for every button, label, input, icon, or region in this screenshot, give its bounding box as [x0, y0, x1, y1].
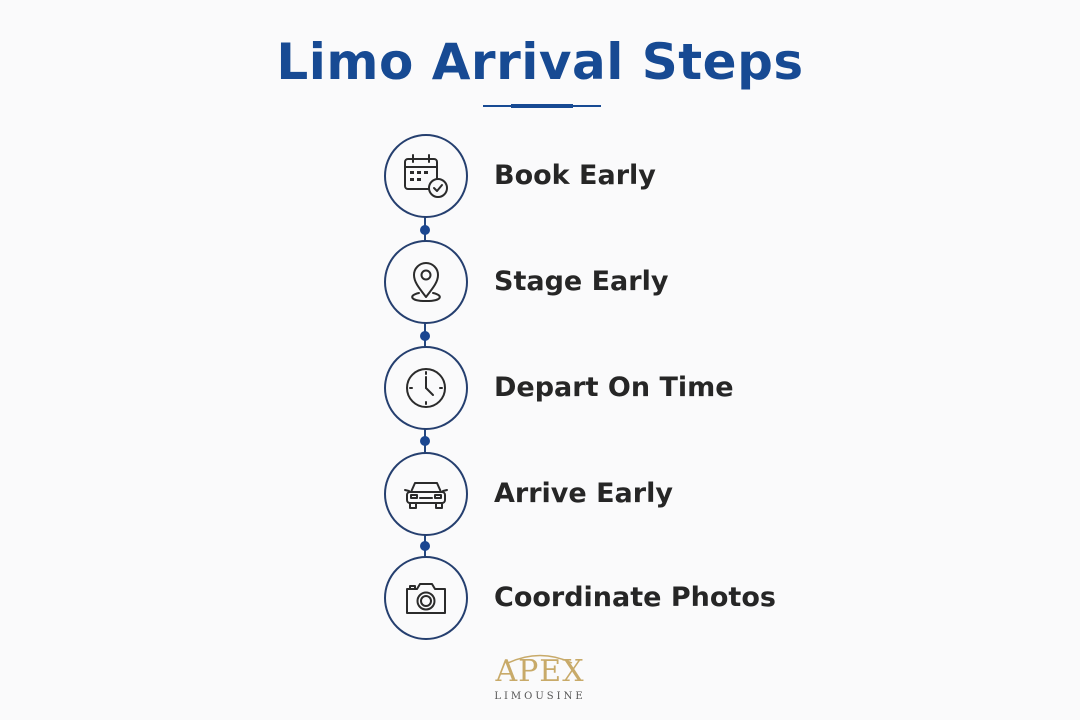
logo-subtitle: LIMOUSINE	[494, 691, 586, 702]
step-circle	[384, 452, 468, 536]
apex-limousine-logo: APEX LIMOUSINE	[470, 650, 610, 710]
step-label: Coordinate Photos	[494, 582, 776, 613]
step-circle	[384, 240, 468, 324]
step-label: Book Early	[494, 160, 656, 191]
logo-name: APEX	[495, 654, 585, 689]
page-title: Limo Arrival Steps	[276, 33, 804, 91]
step-coordinate-photos: Coordinate Photos	[384, 556, 884, 640]
step-circle	[384, 134, 468, 218]
map-pin-icon	[411, 262, 441, 302]
clock-icon	[406, 368, 446, 408]
step-depart-on-time: Depart On Time	[384, 346, 884, 430]
step-stage-early: Stage Early	[384, 240, 884, 324]
step-book-early: Book Early	[384, 134, 884, 218]
step-circle	[384, 556, 468, 640]
step-label: Depart On Time	[494, 372, 734, 403]
connector-dot-3	[420, 436, 430, 446]
step-circle	[384, 346, 468, 430]
connector-dot-1	[420, 225, 430, 235]
camera-icon	[406, 583, 446, 614]
connector-dot-4	[420, 541, 430, 551]
logo-arc-icon	[507, 654, 573, 664]
step-label: Arrive Early	[494, 478, 673, 509]
step-label: Stage Early	[494, 266, 669, 297]
title-underline	[483, 104, 601, 108]
step-arrive-early: Arrive Early	[384, 452, 884, 536]
car-icon	[404, 482, 448, 509]
calendar-check-icon	[404, 154, 448, 198]
connector-dot-2	[420, 331, 430, 341]
